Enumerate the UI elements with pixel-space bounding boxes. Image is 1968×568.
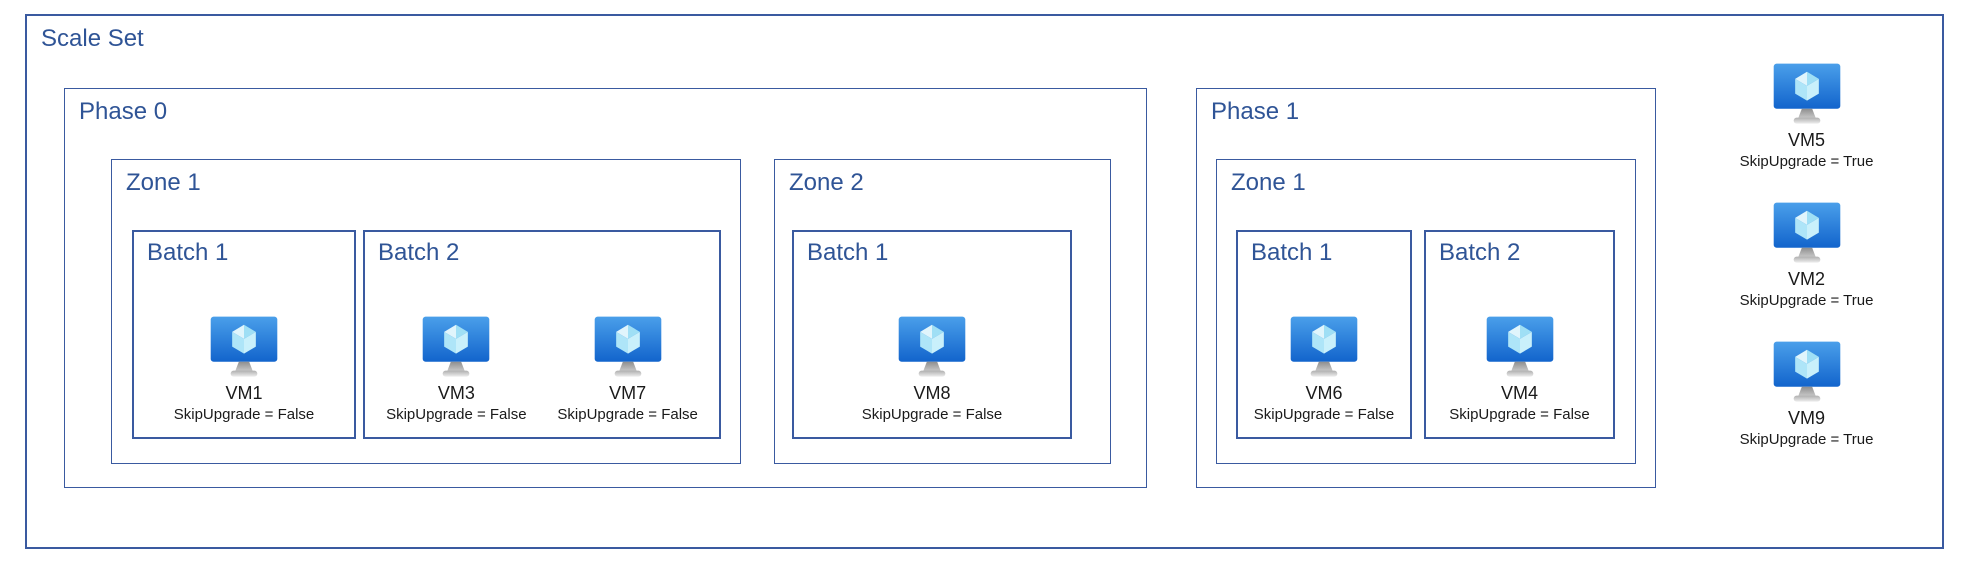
phase-1-zone-1-box: Zone 1 Batch 1 VM6 SkipUpgrade = False B…: [1216, 159, 1636, 464]
vm-name: VM4: [1500, 383, 1538, 403]
vm-skip-upgrade: SkipUpgrade = False: [1253, 406, 1395, 423]
vm-item: VM1 SkipUpgrade = False: [164, 315, 324, 425]
vm-name: VM3: [437, 383, 475, 403]
vm-icon: [1483, 315, 1557, 379]
phase-0-zone-1-box: Zone 1 Batch 1 VM1 SkipUpgrade = False B…: [111, 159, 741, 464]
batch-label: Batch 1: [147, 239, 229, 266]
vm-row: VM4 SkipUpgrade = False: [1426, 315, 1613, 437]
vm-item: VM9 SkipUpgrade = True: [1727, 340, 1887, 450]
vm-skip-upgrade: SkipUpgrade = True: [1739, 153, 1874, 170]
vm-skip-upgrade: SkipUpgrade = False: [1449, 406, 1590, 423]
vm-skip-upgrade: SkipUpgrade = False: [173, 406, 315, 423]
vm-skip-upgrade: SkipUpgrade = True: [1739, 292, 1874, 309]
batch-label: Batch 2: [1439, 239, 1521, 266]
vm-icon: [207, 315, 281, 379]
phase-1-box: Phase 1 Zone 1 Batch 1 VM6 SkipUpgrade =…: [1196, 88, 1656, 488]
phase-0-label: Phase 0: [79, 98, 168, 125]
batch-label: Batch 1: [807, 239, 889, 266]
vm-name: VM9: [1787, 408, 1825, 428]
phase-0-zone-2-batch-1-box: Batch 1 VM8 SkipUpgrade = False: [792, 230, 1072, 439]
zone-label: Zone 1: [1231, 169, 1306, 196]
vm-item: VM5 SkipUpgrade = True: [1727, 62, 1887, 172]
phase-1-label: Phase 1: [1211, 98, 1300, 125]
vm-name: VM8: [913, 383, 951, 403]
vm-skip-upgrade: SkipUpgrade = True: [1739, 431, 1874, 448]
vm-icon: [895, 315, 969, 379]
phase-1-zone-1-batch-2-box: Batch 2 VM4 SkipUpgrade = False: [1424, 230, 1615, 439]
phase-0-box: Phase 0 Zone 1 Batch 1 VM1 SkipUpgrade =…: [64, 88, 1147, 488]
vm-row: VM6 SkipUpgrade = False: [1238, 315, 1410, 437]
vm-skip-upgrade: SkipUpgrade = False: [557, 406, 698, 423]
vm-icon: [1770, 201, 1844, 265]
phase-0-zone-2-box: Zone 2 Batch 1 VM8 SkipUpgrade = False: [774, 159, 1111, 464]
scale-set-box: Scale Set Phase 0 Zone 1 Batch 1 VM1 Ski…: [25, 14, 1944, 549]
vm-name: VM6: [1305, 383, 1343, 403]
vm-name: VM1: [225, 383, 263, 403]
vm-icon: [1770, 340, 1844, 404]
vm-icon: [1287, 315, 1361, 379]
vm-icon: [591, 315, 665, 379]
scale-set-label: Scale Set: [41, 25, 144, 52]
zone-label: Zone 1: [126, 169, 201, 196]
vm-icon: [419, 315, 493, 379]
vm-row: VM3 SkipUpgrade = False VM7 SkipUpgrade …: [365, 315, 719, 437]
phase-0-zone-1-batch-1-box: Batch 1 VM1 SkipUpgrade = False: [132, 230, 356, 439]
vm-item: VM7 SkipUpgrade = False: [548, 315, 708, 425]
vm-item: VM8 SkipUpgrade = False: [852, 315, 1012, 425]
skipped-vms-column: VM5 SkipUpgrade = True VM2 SkipUpgrade =…: [1699, 62, 1914, 450]
vm-row: VM1 SkipUpgrade = False: [134, 315, 354, 437]
vm-item: VM3 SkipUpgrade = False: [376, 315, 536, 425]
vm-item: VM4 SkipUpgrade = False: [1440, 315, 1600, 425]
zone-label: Zone 2: [789, 169, 864, 196]
batch-label: Batch 2: [378, 239, 460, 266]
phase-0-zone-1-batch-2-box: Batch 2 VM3 SkipUpgrade = False VM7 Skip…: [363, 230, 721, 439]
vm-skip-upgrade: SkipUpgrade = False: [861, 406, 1003, 423]
vm-row: VM8 SkipUpgrade = False: [794, 315, 1070, 437]
vm-name: VM2: [1787, 269, 1825, 289]
vm-skip-upgrade: SkipUpgrade = False: [386, 406, 527, 423]
vm-name: VM7: [609, 383, 647, 403]
vm-item: VM6 SkipUpgrade = False: [1244, 315, 1404, 425]
vm-item: VM2 SkipUpgrade = True: [1727, 201, 1887, 311]
vm-name: VM5: [1787, 130, 1825, 150]
vm-icon: [1770, 62, 1844, 126]
phase-1-zone-1-batch-1-box: Batch 1 VM6 SkipUpgrade = False: [1236, 230, 1412, 439]
batch-label: Batch 1: [1251, 239, 1333, 266]
